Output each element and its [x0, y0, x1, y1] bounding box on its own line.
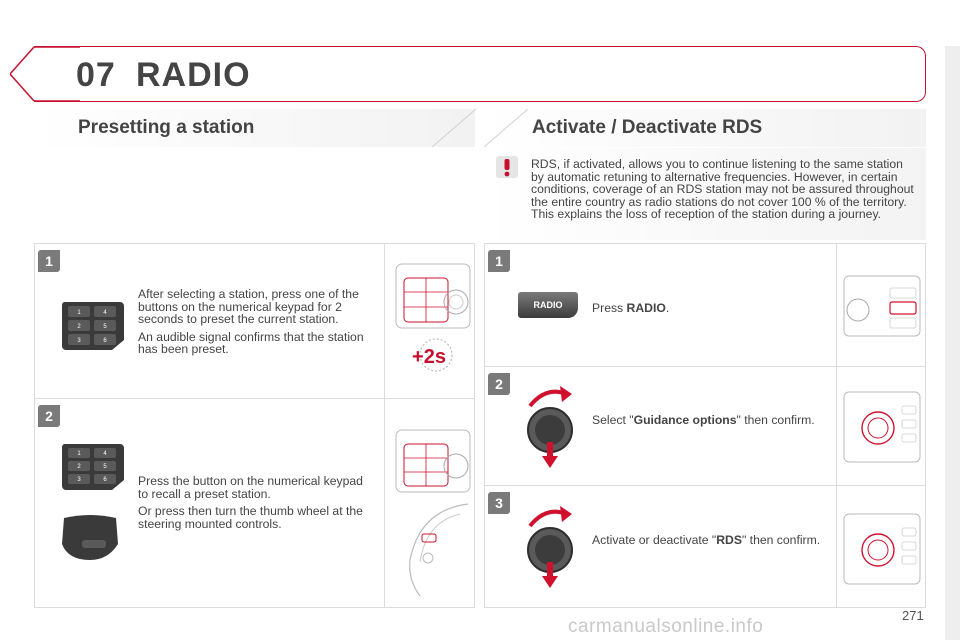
key-label: 5 — [103, 324, 107, 330]
step-2-badge: 2 — [38, 405, 60, 427]
step-1-badge: 1 — [38, 250, 60, 272]
step-2-badge: 2 — [488, 373, 510, 395]
step-2-instructions: Press the button on the numerical keypad… — [138, 475, 370, 535]
audio-panel-radio-illustration — [843, 275, 921, 337]
steering-wheel-illustration — [409, 503, 469, 597]
left-panel-row-divider — [34, 398, 475, 399]
instruction-keyword: RDS — [716, 533, 742, 547]
audio-panel-knob-illustration — [843, 513, 921, 585]
step-2-instructions: Select "Guidance options" then confirm. — [592, 414, 822, 427]
steering-control-icon — [62, 515, 118, 560]
instruction-text: . — [665, 301, 670, 315]
section-header-rds: Activate / Deactivate RDS — [484, 109, 926, 147]
step-2-number: 2 — [45, 408, 53, 424]
audio-panel-knob-illustration — [843, 391, 921, 463]
rds-note-text: RDS, if activated, allows you to continu… — [531, 157, 914, 221]
rotary-knob-turn-press-icon — [527, 506, 573, 588]
chapter-number: 07 — [76, 56, 116, 94]
step-1-number: 1 — [495, 253, 503, 269]
right-panel-row-divider — [484, 366, 926, 367]
key-label: 4 — [103, 451, 107, 457]
audio-panel-keypad-illustration — [395, 429, 471, 493]
section-header-diagonal — [432, 109, 476, 147]
rds-note-box — [484, 148, 926, 240]
section-title-presetting: Presetting a station — [78, 117, 255, 138]
key-label: 4 — [103, 310, 107, 316]
key-label: 2 — [77, 324, 81, 330]
instruction-text: Press — [592, 301, 627, 315]
watermark: carmanualsonline.info — [568, 616, 764, 637]
step-1-paragraph: An audible signal confirms that the stat… — [138, 329, 364, 356]
key-label: 6 — [103, 338, 107, 344]
step-1-number: 1 — [45, 253, 53, 269]
instruction-text: Select " — [592, 413, 634, 427]
section-title-rds: Activate / Deactivate RDS — [532, 117, 763, 138]
step-1-instructions: After selecting a station, press one of … — [138, 288, 370, 361]
key-label: 1 — [77, 451, 81, 457]
audio-panel-keypad-illustration — [395, 263, 471, 329]
instruction-text: Activate or deactivate " — [592, 533, 717, 547]
numeric-keypad-icon: 1 4 2 5 3 6 — [61, 444, 124, 490]
step-3-badge: 3 — [488, 492, 510, 514]
chapter-header-frame — [34, 46, 926, 102]
left-panel-divider — [384, 243, 385, 608]
step-2-paragraph: Or press then turn the thumb wheel at th… — [138, 504, 363, 531]
step-3-number: 3 — [495, 495, 503, 511]
step-1-paragraph: After selecting a station, press one of … — [138, 287, 359, 326]
step-2-paragraph: Press the button on the numerical keypad… — [138, 474, 363, 501]
header-diagonal — [10, 46, 80, 102]
hold-duration-label: +2s — [412, 346, 446, 368]
key-label: 3 — [77, 338, 81, 344]
page-edge-strip — [945, 46, 960, 640]
page-number: 271 — [902, 608, 924, 623]
chapter-title: RADIO — [136, 56, 251, 94]
section-header-diagonal — [484, 109, 528, 147]
section-header-presetting: Presetting a station — [34, 109, 476, 147]
step-1-badge: 1 — [488, 250, 510, 272]
step-1-instructions: Press RADIO. — [592, 302, 822, 315]
numeric-keypad-icon: 1 4 2 5 3 6 — [61, 302, 124, 350]
right-panel-row-divider — [484, 485, 926, 486]
key-label: 5 — [103, 464, 107, 470]
rotary-knob-turn-press-icon — [527, 386, 573, 468]
key-label: 1 — [77, 310, 81, 316]
key-label: 6 — [103, 477, 107, 483]
radio-button[interactable]: RADIO — [518, 292, 578, 318]
step-2-number: 2 — [495, 376, 503, 392]
key-label: 2 — [77, 464, 81, 470]
instruction-text: " then confirm. — [736, 413, 815, 427]
hold-two-seconds-icon: +2s — [412, 338, 453, 372]
instruction-text: " then confirm. — [741, 533, 821, 547]
instruction-keyword: RADIO — [626, 301, 666, 315]
key-label: 3 — [77, 477, 81, 483]
instruction-keyword: Guidance options — [633, 413, 737, 427]
right-panel-divider — [836, 243, 837, 608]
step-3-instructions: Activate or deactivate "RDS" then confir… — [592, 534, 822, 547]
warning-icon — [496, 156, 518, 178]
